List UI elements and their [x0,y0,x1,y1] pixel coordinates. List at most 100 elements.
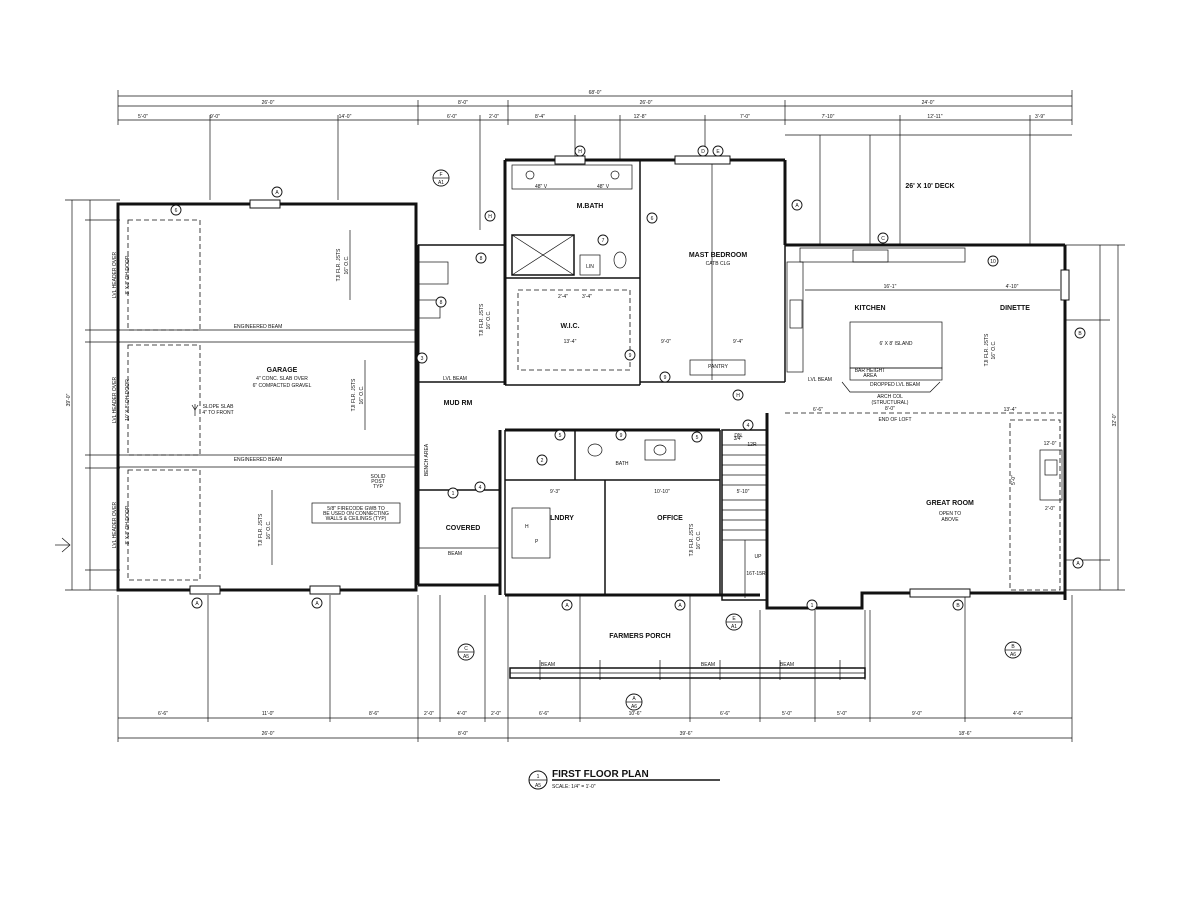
svg-text:9: 9 [629,353,632,359]
svg-text:2'-4": 2'-4" [558,294,568,300]
garage: ENGINEERED BEAM ENGINEERED BEAM GARAGE 4… [112,199,430,595]
svg-text:1: 1 [537,774,540,780]
svg-text:6" COMPACTED GRAVEL: 6" COMPACTED GRAVEL [253,383,312,389]
svg-text:16" O.C.: 16" O.C. [991,340,997,359]
svg-text:LVL BEAM: LVL BEAM [443,376,467,382]
svg-text:A: A [275,190,279,196]
room-mud: MUD RM [444,400,473,407]
lower-center: H P BATH LNDRY OFFICE 9'-3" 10'-10" TJI … [504,428,768,601]
svg-text:3/4": 3/4" [734,436,743,442]
kitchen-dinette: 26' X 10' DECK KITCHEN DINETTE 6' X 8' I… [785,134,1072,600]
svg-text:E: E [732,616,736,622]
svg-text:A: A [565,603,569,609]
svg-text:BAR HEIGHT: BAR HEIGHT [855,368,886,374]
svg-text:8'-6": 8'-6" [369,711,379,717]
svg-text:1: 1 [811,603,814,609]
top-dimensions: 68'-0" 26'-0" 8'-0" 26'-0" 24'-0" 5'-0" … [117,90,1073,245]
svg-text:A: A [195,601,199,607]
svg-text:5/8" FIRECODE GWB TO: 5/8" FIRECODE GWB TO [327,506,385,512]
svg-text:9: 9 [664,375,667,381]
svg-text:5: 5 [696,435,699,441]
svg-text:(STRUCTURAL): (STRUCTURAL) [872,400,909,406]
svg-text:DROPPED LVL BEAM: DROPPED LVL BEAM [870,382,920,388]
svg-text:7: 7 [602,238,605,244]
svg-text:6'-0": 6'-0" [447,114,457,120]
svg-text:6'-6": 6'-6" [720,711,730,717]
svg-text:4'-6": 4'-6" [1013,711,1023,717]
svg-text:8: 8 [440,300,443,306]
svg-text:13'-4": 13'-4" [1004,407,1017,413]
svg-text:A: A [632,696,636,702]
svg-text:13'-4": 13'-4" [564,339,577,345]
svg-text:BE USED ON CONNECTING: BE USED ON CONNECTING [323,511,389,517]
room-kitchen: KITCHEN [854,305,885,312]
svg-text:8'-0": 8'-0" [458,100,468,106]
svg-text:26'-0": 26'-0" [262,100,275,106]
svg-text:4" TO FRONT: 4" TO FRONT [202,410,233,416]
svg-text:12R: 12R [747,442,757,448]
svg-text:10: 10 [990,259,996,265]
svg-text:8'-0": 8'-0" [458,731,468,737]
svg-text:5'-10": 5'-10" [737,489,750,495]
svg-text:11'-0": 11'-0" [262,711,275,717]
svg-text:BATH: BATH [616,461,629,467]
svg-text:ENGINEERED BEAM: ENGINEERED BEAM [234,324,283,330]
svg-text:3'-9": 3'-9" [1035,114,1045,120]
dim-right-overall: 32'-0" [1112,413,1118,426]
svg-text:A6: A6 [1010,652,1016,658]
great-room: GREAT ROOM OPEN TO ABOVE 12'-0" 5'-0" 2'… [765,413,1065,610]
svg-text:16'-1": 16'-1" [884,284,897,290]
svg-text:4" CONC. SLAB OVER: 4" CONC. SLAB OVER [256,376,308,382]
svg-text:3: 3 [421,356,424,362]
svg-text:A: A [315,601,319,607]
svg-text:8' X 8' OH DOOR: 8' X 8' OH DOOR [125,505,131,544]
svg-text:8' X 8' OH DOOR: 8' X 8' OH DOOR [125,255,131,294]
svg-text:E: E [716,149,720,155]
svg-text:5: 5 [559,433,562,439]
svg-text:5'-0": 5'-0" [782,711,792,717]
svg-text:6: 6 [175,208,178,214]
svg-text:A1: A1 [731,624,737,630]
svg-text:14'-0": 14'-0" [339,114,352,120]
callout-tags: A A A A A A A B B C D E H H H 6 6 7 8 8 … [170,145,1086,711]
svg-text:BEAM: BEAM [701,662,715,668]
svg-text:9'-0": 9'-0" [661,339,671,345]
svg-text:9: 9 [620,433,623,439]
master-suite: 48" V 48" V LIN 2'-4" 3'-4" 13'-4" 9'-0"… [505,155,787,386]
svg-text:26'-0": 26'-0" [640,100,653,106]
svg-text:OPEN TO: OPEN TO [939,511,961,517]
room-deck: 26' X 10' DECK [905,183,954,190]
svg-text:5'-0": 5'-0" [138,114,148,120]
svg-text:7'-0": 7'-0" [740,114,750,120]
svg-text:LVL BEAM: LVL BEAM [808,377,832,383]
svg-text:16T-15R: 16T-15R [746,571,766,577]
title-block: 1 A5 FIRST FLOOR PLAN SCALE: 1/4" = 1'-0… [528,769,720,790]
svg-text:LVL HEADER OVER: LVL HEADER OVER [112,377,118,424]
svg-text:TJI FLR. JSTS: TJI FLR. JSTS [351,378,357,411]
room-office: OFFICE [657,515,683,522]
svg-text:A5: A5 [463,654,469,660]
svg-text:D: D [701,149,705,155]
svg-text:ENGINEERED BEAM: ENGINEERED BEAM [234,457,283,463]
svg-text:7'-10": 7'-10" [822,114,835,120]
svg-text:12'-11": 12'-11" [927,114,942,120]
svg-text:A: A [1076,561,1080,567]
svg-text:4: 4 [747,423,750,429]
svg-text:B: B [1078,331,1082,337]
svg-text:B: B [1011,644,1015,650]
svg-text:16" O.C.: 16" O.C. [266,520,272,539]
svg-text:BEAM: BEAM [448,551,462,557]
svg-text:2'-0": 2'-0" [424,711,434,717]
svg-text:H: H [736,393,740,399]
svg-text:2'-0": 2'-0" [489,114,499,120]
svg-text:9'-3": 9'-3" [550,489,560,495]
room-master: MAST BEDROOM [689,252,748,259]
svg-text:8'-4": 8'-4" [535,114,545,120]
svg-text:A5: A5 [535,783,541,789]
room-dinette: DINETTE [1000,305,1030,312]
svg-text:SLOPE SLAB: SLOPE SLAB [203,404,235,410]
svg-text:10' X 8' OH DOOR: 10' X 8' OH DOOR [125,379,131,421]
svg-text:TJI FLR. JSTS: TJI FLR. JSTS [336,248,342,281]
svg-text:H: H [578,149,582,155]
